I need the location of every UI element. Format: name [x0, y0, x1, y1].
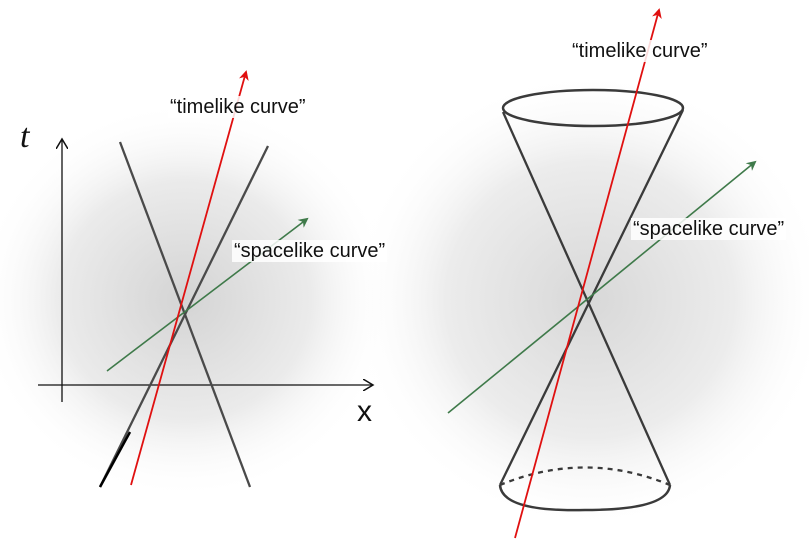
right-timelike-curve: [514, 8, 662, 539]
t-axis-label: t: [20, 118, 30, 155]
left-cone-line-b: [98, 145, 270, 488]
cone-side-left: [501, 111, 672, 486]
right-timelike-label: “timelike curve”: [570, 40, 710, 62]
right-spacelike-curve: [447, 160, 757, 414]
lower-cone-rim-front: [498, 484, 672, 512]
left-cone-line-b-dark: [98, 431, 132, 488]
x-axis-label: x: [357, 395, 372, 428]
left-spacelike-label: “spacelike curve”: [232, 240, 388, 262]
upper-cone-rim: [501, 88, 685, 128]
left-panel-diagram: [38, 70, 372, 488]
lower-cone-rim-back: [499, 466, 671, 487]
right-panel-diagram: [447, 8, 757, 539]
left-timelike-label: “timelike curve”: [168, 96, 308, 118]
right-spacelike-label: “spacelike curve”: [631, 218, 787, 240]
left-shading: [0, 100, 395, 500]
left-timelike-curve: [130, 70, 249, 486]
cone-side-right: [498, 109, 685, 486]
